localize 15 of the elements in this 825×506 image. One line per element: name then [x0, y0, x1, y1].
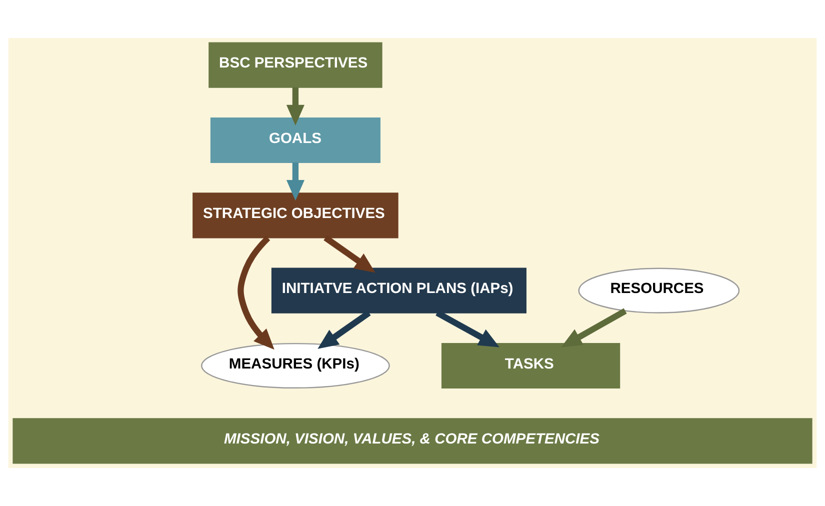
node-box: BSC PERSPECTIVES	[208, 42, 382, 88]
arrow	[561, 308, 627, 348]
arrow	[238, 236, 274, 350]
arrow	[436, 310, 500, 348]
arrow	[286, 162, 304, 201]
node-box: MISSION, VISION, VALUES, & CORE COMPETENCIES	[12, 418, 812, 464]
node-ellipse: MEASURES (KPIs)	[200, 342, 390, 389]
node-box: GOALS	[210, 117, 380, 164]
node-box: TASKS	[441, 342, 620, 389]
node-box: INITIATVE ACTION PLANS (IAPs)	[271, 268, 526, 314]
arrow	[318, 310, 371, 349]
arrow	[286, 87, 304, 126]
node-ellipse: RESOURCES	[578, 268, 740, 314]
node-box: STRATEGIC OBJECTIVES	[192, 192, 398, 238]
arrow	[324, 235, 376, 273]
